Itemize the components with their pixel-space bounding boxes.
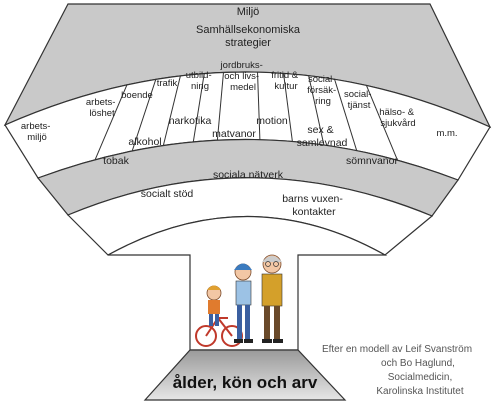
sector-arbetsloshet: arbets- löshet bbox=[86, 97, 118, 119]
social-sociala-natverk: sociala nätverk bbox=[213, 169, 284, 181]
credit-line1: Efter en modell av Leif Svanström bbox=[322, 344, 472, 355]
base-label: ålder, kön och arv bbox=[173, 373, 318, 392]
sector-mm: m.m. bbox=[436, 128, 457, 139]
sector-boende: boende bbox=[121, 90, 153, 101]
lifestyle-motion: motion bbox=[256, 115, 288, 127]
outer-label-miljo: Miljö bbox=[237, 6, 260, 18]
sector-socialtjanst: social- tjänst bbox=[344, 89, 374, 111]
sector-dividers bbox=[77, 71, 415, 180]
lifestyle-sex: sex & samlevnad bbox=[297, 124, 348, 149]
social-socialt-stod: socialt stöd bbox=[141, 188, 194, 200]
family-illustration bbox=[195, 254, 283, 347]
outer-label-line3: strategier bbox=[225, 37, 271, 49]
base-block bbox=[143, 349, 347, 401]
credit-line4: Karolinska Institutet bbox=[376, 386, 463, 397]
lifestyle-somnvanor: sömnvanor bbox=[346, 155, 398, 167]
outer-label-line2: Samhällsekonomiska bbox=[196, 24, 301, 36]
credit-line2: och Bo Haglund, bbox=[381, 358, 455, 369]
sector-jordbruk: jordbruks- och livs- medel bbox=[220, 60, 266, 93]
credit-line3: Socialmedicin, bbox=[388, 372, 452, 383]
sector-trafik: trafik bbox=[157, 78, 178, 89]
lifestyle-tobak: tobak bbox=[103, 155, 129, 167]
social-barns: barns vuxen- kontakter bbox=[282, 193, 346, 218]
sector-socialforsakring: social- försäk- ring bbox=[307, 74, 339, 107]
sector-fritid: fritid & kultur bbox=[271, 70, 301, 92]
sector-halso: hälso- & sjukvård bbox=[379, 107, 417, 129]
lifestyle-matvanor: matvanor bbox=[212, 128, 256, 140]
sector-arbetsmiljo: arbets- miljö bbox=[21, 121, 53, 143]
lifestyle-narkotika: narkotika bbox=[169, 115, 212, 127]
sector-utbildning: utbild- ning bbox=[186, 70, 215, 92]
lifestyle-alkohol: alkohol bbox=[128, 136, 161, 148]
